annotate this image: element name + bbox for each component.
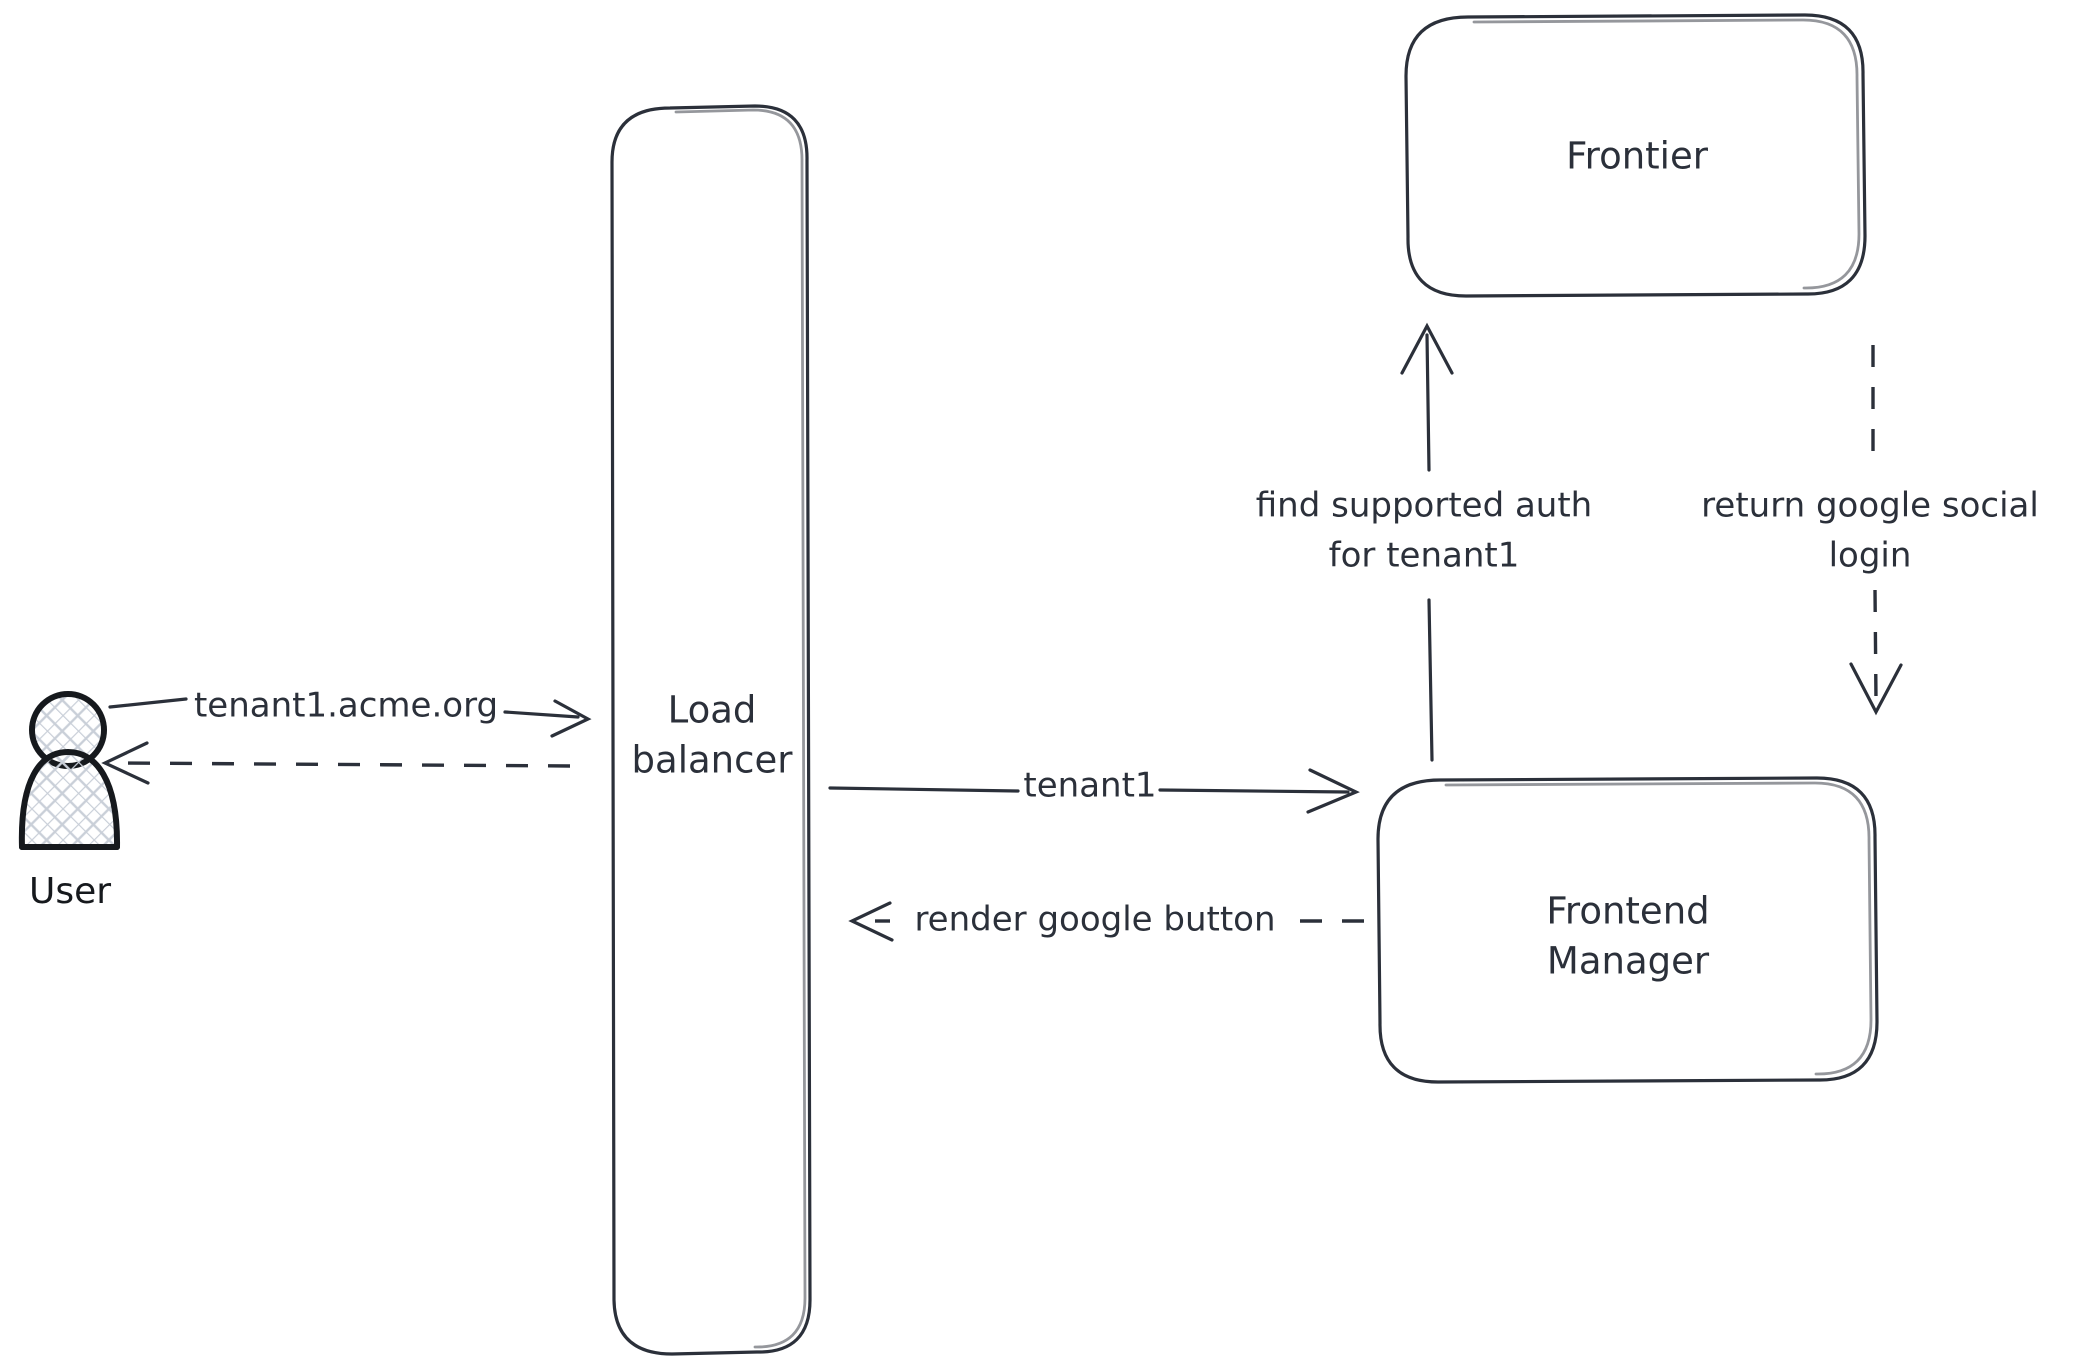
edge-user-to-lb-arrowhead bbox=[550, 699, 592, 738]
edge-lb-to-user-arrowhead bbox=[101, 741, 150, 785]
edge-label-return-google-social-line2: login bbox=[1829, 536, 1912, 576]
edge-lb-to-fm-arrowhead bbox=[1306, 768, 1360, 814]
user-actor-body-hatch bbox=[21, 752, 118, 849]
user-actor: User bbox=[18, 691, 121, 912]
edge-fm-to-frontier-line-upper bbox=[1425, 333, 1431, 472]
edge-lb-to-user-line bbox=[119, 761, 571, 768]
load-balancer-box-sketch bbox=[674, 108, 807, 1349]
edge-user-to-load-balancer: tenant1.acme.org bbox=[108, 686, 592, 738]
edge-user-to-lb-line-left bbox=[108, 697, 188, 709]
frontier-node[interactable]: Frontier bbox=[1404, 13, 1867, 298]
load-balancer-label-line1: Load bbox=[668, 689, 757, 732]
frontend-manager-label-line2: Manager bbox=[1547, 940, 1710, 983]
edge-lb-to-fm-line-left bbox=[828, 786, 1020, 793]
edge-frontend-manager-to-frontier: find supported auth for tenant1 bbox=[1256, 322, 1592, 762]
edge-fm-to-frontier-arrowhead bbox=[1400, 322, 1454, 375]
edge-frontier-to-frontend-manager: return google social login bbox=[1701, 345, 2039, 716]
edge-frontier-to-fm-line-lower bbox=[1873, 589, 1878, 701]
edge-lb-to-fm-line-right bbox=[1158, 788, 1350, 794]
edge-label-return-google-social-line1: return google social bbox=[1701, 486, 2039, 526]
frontend-manager-box-outline bbox=[1376, 776, 1879, 1084]
frontend-manager-label-line1: Frontend bbox=[1546, 890, 1709, 933]
load-balancer-node[interactable]: Load balancer bbox=[610, 104, 812, 1356]
user-actor-label: User bbox=[29, 871, 111, 912]
frontier-box-sketch bbox=[1472, 18, 1861, 290]
edge-label-tenant1: tenant1 bbox=[1023, 766, 1156, 806]
edge-load-balancer-to-frontend-manager: tenant1 bbox=[828, 766, 1360, 814]
user-actor-body-outline bbox=[18, 749, 121, 850]
edge-frontier-to-fm-arrowhead bbox=[1849, 662, 1903, 716]
edge-frontend-manager-to-load-balancer: render google button bbox=[848, 900, 1370, 942]
edge-label-find-supported-auth-line1: find supported auth bbox=[1256, 486, 1592, 526]
edge-label-tenant1-acme-org: tenant1.acme.org bbox=[194, 686, 498, 726]
edge-fm-to-frontier-line-lower bbox=[1427, 598, 1434, 762]
frontend-manager-box-sketch bbox=[1444, 781, 1873, 1076]
frontier-label: Frontier bbox=[1566, 135, 1709, 178]
user-actor-head-hatch bbox=[32, 694, 104, 766]
load-balancer-box-outline bbox=[610, 104, 812, 1356]
frontier-box-outline bbox=[1404, 13, 1867, 298]
edge-load-balancer-to-user bbox=[101, 741, 571, 785]
edge-fm-to-lb-arrowhead bbox=[848, 901, 894, 942]
edge-user-to-lb-line-right bbox=[503, 710, 580, 719]
load-balancer-label-line2: balancer bbox=[632, 739, 794, 782]
edge-label-render-google-button: render google button bbox=[914, 900, 1275, 940]
frontend-manager-node[interactable]: Frontend Manager bbox=[1376, 776, 1879, 1084]
edge-label-find-supported-auth-line2: for tenant1 bbox=[1329, 536, 1520, 576]
